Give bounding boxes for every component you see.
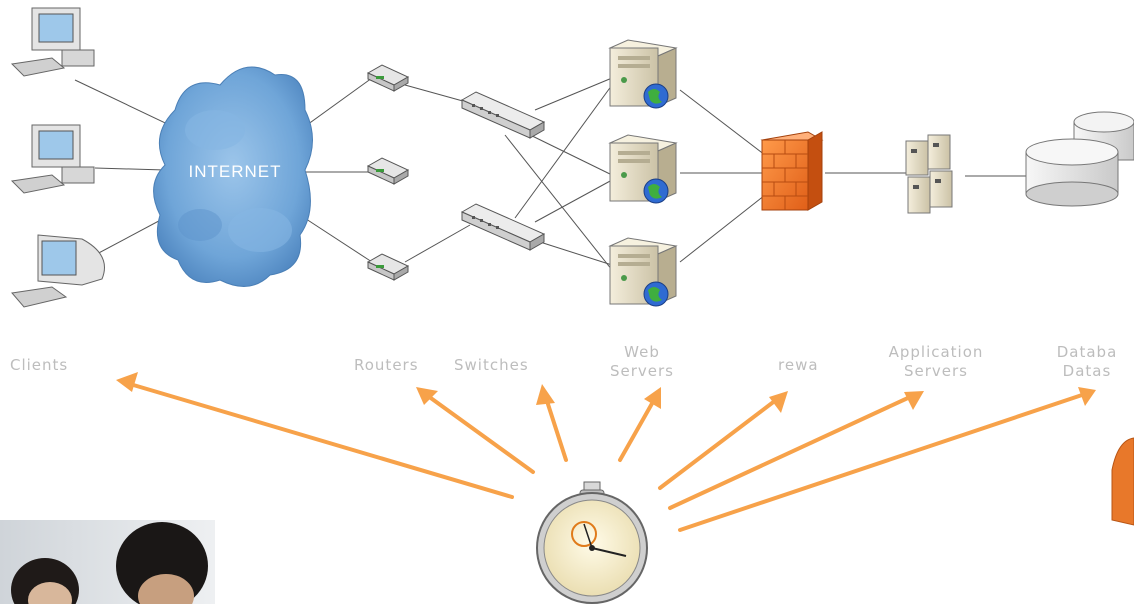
switch-icon: [460, 203, 546, 251]
database-icon: [1025, 111, 1134, 207]
people-photo: [0, 520, 215, 604]
arrow-to-routers: [416, 387, 535, 474]
label-clients: Clients: [10, 356, 69, 374]
label-web-servers: Web Servers: [609, 343, 674, 380]
desktop-computer-icon: [10, 124, 95, 194]
desktop-computer-icon: [11, 234, 105, 308]
internet-label: INTERNET: [188, 162, 282, 181]
arrow-to-database: [678, 387, 1096, 532]
measurement-arrows: [116, 372, 1096, 532]
router-icon: [366, 157, 410, 185]
router-icon: [366, 64, 410, 92]
server-rack-icon: [905, 134, 953, 214]
desktop-computer-icon: [10, 7, 95, 77]
firewall-icon: [760, 131, 824, 211]
stopwatch-icon: [536, 481, 648, 604]
web-server-icon: [608, 134, 678, 204]
label-firewall: rewa: [778, 356, 819, 374]
network-links: [74, 77, 1028, 271]
briefcase-icon: [1111, 437, 1134, 526]
arrow-to-firewall: [658, 391, 788, 490]
label-routers: Routers: [354, 356, 419, 374]
switch-icon: [460, 91, 546, 139]
router-icon: [366, 253, 410, 281]
arrow-to-app-servers: [668, 391, 924, 510]
web-server-icon: [608, 39, 678, 109]
label-application-servers: Application Servers: [888, 343, 984, 380]
arrow-to-web-servers: [618, 387, 661, 462]
arrow-to-switches: [536, 384, 568, 462]
web-server-icon: [608, 237, 678, 307]
internet-cloud-icon: [153, 66, 313, 287]
arrow-to-clients: [116, 372, 514, 499]
label-database: Databa Datas: [1056, 343, 1118, 380]
label-switches: Switches: [454, 356, 529, 374]
